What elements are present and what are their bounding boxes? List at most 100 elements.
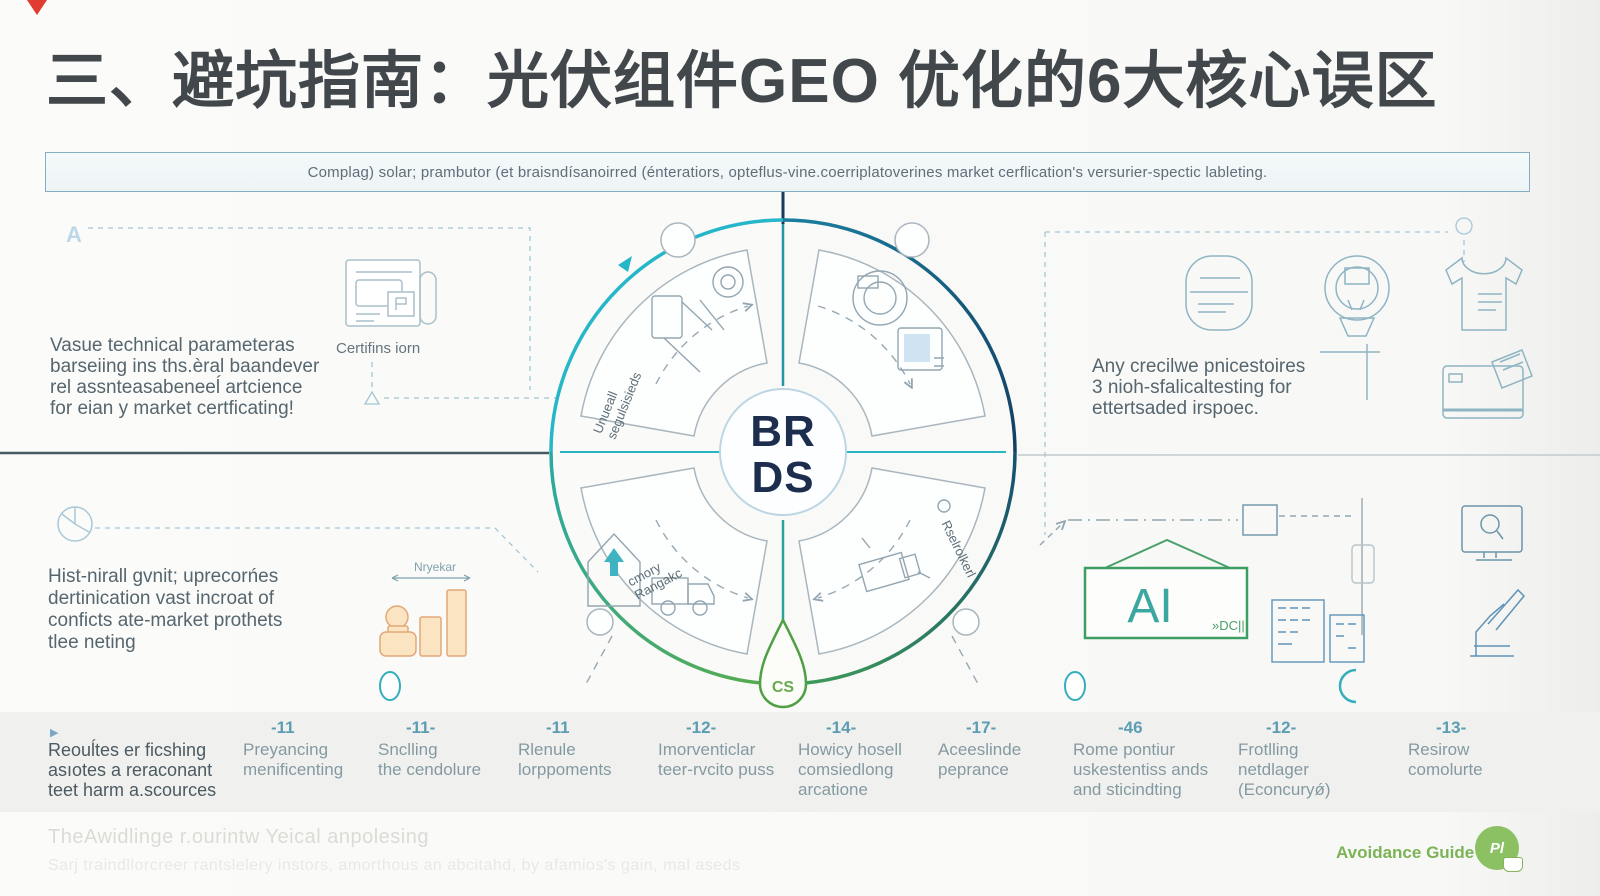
left-top-line3: rel assnteasabeneeĺ artcience [50, 377, 303, 398]
segment-camera-icon [852, 270, 944, 371]
timeline-5-line1: Imorventiclar [658, 740, 756, 759]
timeline-1-line1: Reouĺtes er ficshing [48, 740, 207, 760]
timeline-3-num: -11- [406, 718, 436, 737]
bar-chart-axis-arrows [391, 574, 471, 582]
bell-dot-icon [1455, 217, 1473, 235]
left-bottom-line2: dertinication vast incroat of [48, 588, 275, 609]
timeline-9-num: -12- [1266, 718, 1297, 737]
timeline-8-line2: uskestentiss ands [1073, 760, 1209, 779]
left-bottom-line1: Hist-nirall gvnit; uprecorńes [48, 566, 279, 587]
brand-name: Avoidance Guide [1336, 843, 1475, 862]
bar-chart-label: Nryekar [414, 560, 457, 574]
footer-ghost-line2: Sarj traindllorcreer rantslelery instors… [48, 857, 741, 874]
left-top-line2: barseiing ins ths.èral baandever [50, 356, 320, 377]
timeline-2-line2: menificenting [243, 760, 344, 779]
left-dashed-frame [88, 227, 560, 399]
timeline-9-line3: (Econcuryǿ) [1238, 780, 1331, 799]
right-top-text: Any crecilwe pnicestoires 3 nioh-sfalica… [1092, 356, 1305, 419]
timeline-item-2: -11 Preyancing menificenting [243, 718, 373, 780]
timeline-7-line2: peprance [938, 760, 1009, 779]
ai-sub-label: »DC|| [1212, 618, 1245, 633]
ai-box: AI »DC|| [1083, 538, 1249, 640]
timeline-9-line2: netdlager [1238, 760, 1309, 779]
bar-chart-icon [379, 589, 467, 657]
medal-badge-icon [1324, 255, 1390, 337]
timeline-1-line2: asıotes a reraconant [48, 760, 213, 780]
main-circle [549, 218, 1017, 686]
timeline-item-1: ▶ Reouĺtes er ficshing asıotes a reracon… [48, 718, 248, 800]
flow-dash-lines [1039, 498, 1375, 635]
segment-tool-icon [858, 499, 951, 593]
segment-house-truck-icon [587, 532, 715, 616]
banner-text: Complag) solar; prambutor (et braisndísa… [307, 163, 1268, 181]
timeline-8-line1: Rome pontiur [1073, 740, 1176, 759]
left-bottom-line4: tlee neting [48, 632, 136, 653]
timeline-7-num: -17- [966, 718, 997, 737]
timeline-10-line2: comolurte [1408, 760, 1483, 779]
left-bottom-text: Hist-nirall gvnit; uprecorńes dertinicat… [48, 566, 282, 654]
timeline-node-2 [1064, 671, 1086, 701]
tshirt-icon [1445, 256, 1523, 331]
right-dashed-frame [1044, 231, 1465, 535]
timeline-8-line3: and sticindting [1073, 780, 1182, 799]
brand-logo-cup-icon [1503, 857, 1523, 872]
left-top-line4: for eian y market certficating! [50, 398, 294, 419]
location-pin-icon [363, 390, 381, 405]
right-top-line3: ettertsaded irspoec. [1092, 398, 1259, 419]
pie-circle-icon [57, 506, 93, 542]
timeline-6-num: -14- [826, 718, 857, 737]
timeline-item-5: -12- Imorventiclar teer-rvcito puss [658, 718, 793, 780]
triangle-marker-icon: ▶ [50, 727, 59, 739]
timeline-6-line3: arcatione [798, 780, 868, 799]
quadrant-segments [580, 222, 986, 655]
document-card-icon [1185, 255, 1253, 331]
cs-drop-badge: CS [758, 617, 808, 709]
cs-label: CS [772, 679, 795, 696]
monitor-search-icon [1461, 505, 1523, 561]
timeline-5-num: -12- [686, 718, 717, 737]
timeline-item-9: -12- Frotlling netdlager (Econcuryǿ) [1238, 718, 1388, 800]
corner-accent-mark [27, 0, 47, 15]
timeline-7-line1: Aceeslinde [938, 740, 1022, 759]
timeline-2-line1: Preyancing [243, 740, 329, 759]
timeline-10-num: -13- [1436, 718, 1467, 737]
timeline-6-line1: Howicy hosell [798, 740, 902, 759]
timeline-10-line1: Resirow [1408, 740, 1470, 759]
badge-text-bottom: DS [751, 453, 814, 502]
hand-pen-icon [1470, 588, 1526, 657]
card-paper-icon [1442, 349, 1533, 419]
timeline-8-num: -46 [1118, 718, 1143, 737]
timeline-band: ▶ Reouĺtes er ficshing asıotes a reracon… [0, 712, 1600, 812]
buildings-icon [1271, 599, 1365, 663]
timeline-2-num: -11 [271, 718, 295, 737]
page-title: 三、避坑指南：光伏组件GEO 优化的6大核心误区 [46, 47, 1438, 116]
segment-person-gear-icon [651, 266, 744, 373]
timeline-4-num: -11 [546, 718, 570, 737]
timeline-5-line2: teer-rvcito puss [658, 760, 775, 779]
timeline-item-7: -17- Aceeslinde peprance [938, 718, 1063, 780]
certificate-icon [345, 259, 437, 327]
right-top-line1: Any crecilwe pnicestoires [1092, 356, 1306, 377]
timeline-item-10: -13- Resirow comolurte [1408, 718, 1538, 780]
certificate-label: Certifins iorn [336, 340, 421, 357]
dashed-arc-arrows [585, 306, 979, 685]
timeline-3-line2: the cendolure [378, 760, 482, 779]
timeline-node-1 [379, 671, 401, 701]
timeline-item-8: -46 Rome pontiur uskestentiss ands and s… [1073, 718, 1233, 800]
timeline-item-3: -11- Snclling the cendolure [378, 718, 513, 780]
left-bottom-line3: conficts ate-market prothets [48, 610, 283, 631]
left-top-text: Vasue technical parameteras barseiing in… [50, 335, 319, 419]
marker-a-label: A [66, 222, 82, 247]
timeline-item-6: -14- Howicy hosell comsiedlong arcatione [798, 718, 928, 800]
timeline-1-line3: teet harm a.scources [48, 780, 217, 800]
badge-text-top: BR [750, 407, 816, 456]
right-top-line2: 3 nioh-sfalicaltesting for [1092, 377, 1292, 398]
timeline-3-line1: Snclling [378, 740, 438, 759]
ai-label: AI [1127, 580, 1172, 633]
brand-badge: BR DS [719, 388, 847, 516]
left-top-line1: Vasue technical parameteras [50, 335, 295, 356]
left-dashed-connector [95, 527, 539, 573]
timeline-item-4: -11 Rlenule lorppoments [518, 718, 648, 780]
